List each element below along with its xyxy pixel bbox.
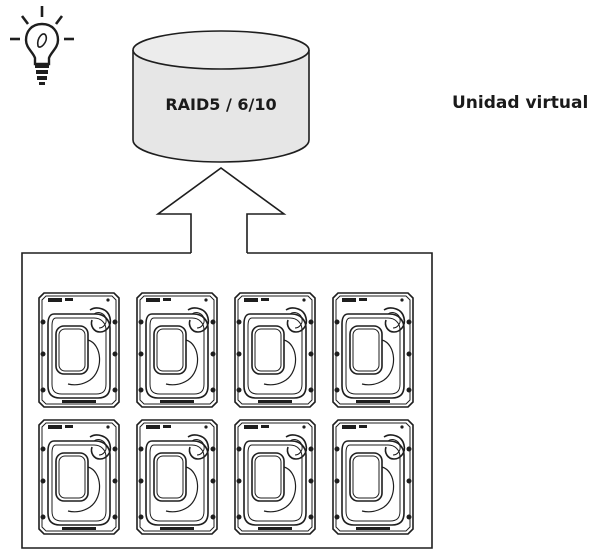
hard-drive-icon: [38, 419, 120, 535]
hard-drive-icon: [234, 292, 316, 408]
hard-drive-icon: [136, 292, 218, 408]
upward-arrow: [155, 167, 287, 253]
raid-level-label: RAID5 / 6/10: [165, 95, 276, 114]
drive-array: [38, 292, 414, 535]
hard-drive-icon: [332, 292, 414, 408]
hard-drive-icon: [38, 292, 120, 408]
drive-enclosure: [21, 252, 433, 549]
lightbulb-icon: [10, 6, 74, 85]
virtual-drive-label: Unidad virtual: [452, 93, 588, 113]
hard-drive-icon: [234, 419, 316, 535]
virtual-disk-cylinder: RAID5 / 6/10: [132, 30, 310, 163]
hard-drive-icon: [332, 419, 414, 535]
hard-drive-icon: [136, 419, 218, 535]
